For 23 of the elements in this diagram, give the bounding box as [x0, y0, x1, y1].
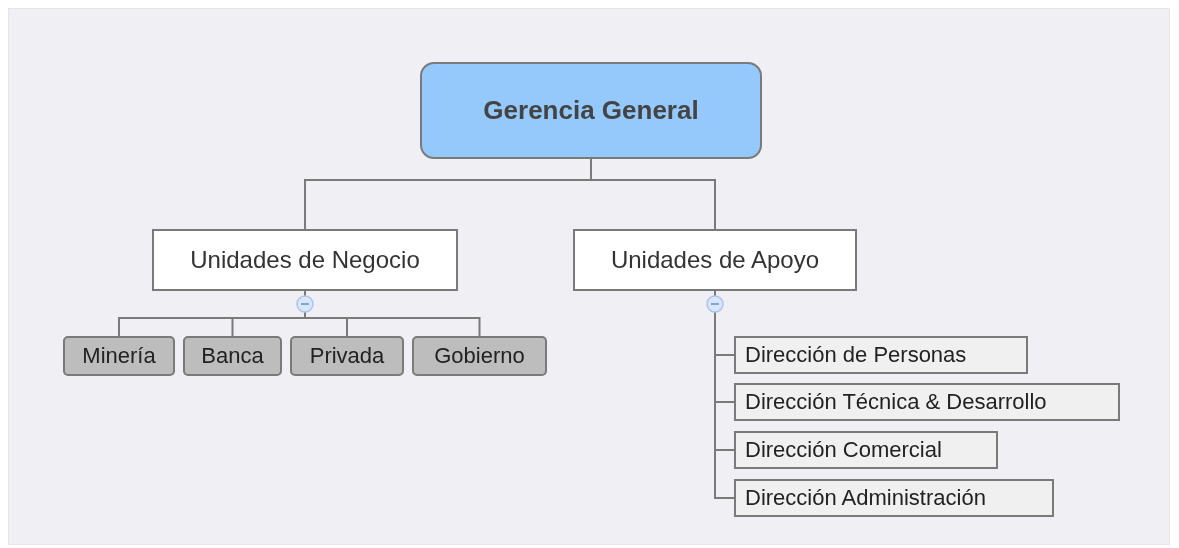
- node-label: Minería: [82, 343, 156, 369]
- node-label: Dirección Comercial: [745, 437, 942, 463]
- node-label: Unidades de Apoyo: [610, 246, 820, 274]
- node-label: Dirección de Personas: [745, 342, 967, 368]
- node-label: Privada: [309, 343, 385, 369]
- node-label: Banca: [201, 343, 264, 369]
- business-box: [183, 336, 282, 376]
- direction-box: [734, 431, 998, 469]
- node-label: Gobierno: [434, 343, 525, 369]
- node-label: Dirección Técnica & Desarrollo: [745, 389, 1047, 415]
- node-label: Dirección Administración: [745, 485, 986, 511]
- node-label: Gerencia General: [483, 95, 699, 126]
- business-box: [412, 336, 547, 376]
- root-box: [420, 62, 762, 159]
- direction-box: [734, 479, 1054, 517]
- business-box: [63, 336, 175, 376]
- direction-box: [734, 336, 1028, 374]
- connector-line: [590, 158, 716, 230]
- unit-box: [152, 229, 458, 291]
- direction-box: [734, 383, 1120, 421]
- unit-box: [573, 229, 857, 291]
- node-label: Unidades de Negocio: [190, 246, 420, 274]
- business-box: [290, 336, 404, 376]
